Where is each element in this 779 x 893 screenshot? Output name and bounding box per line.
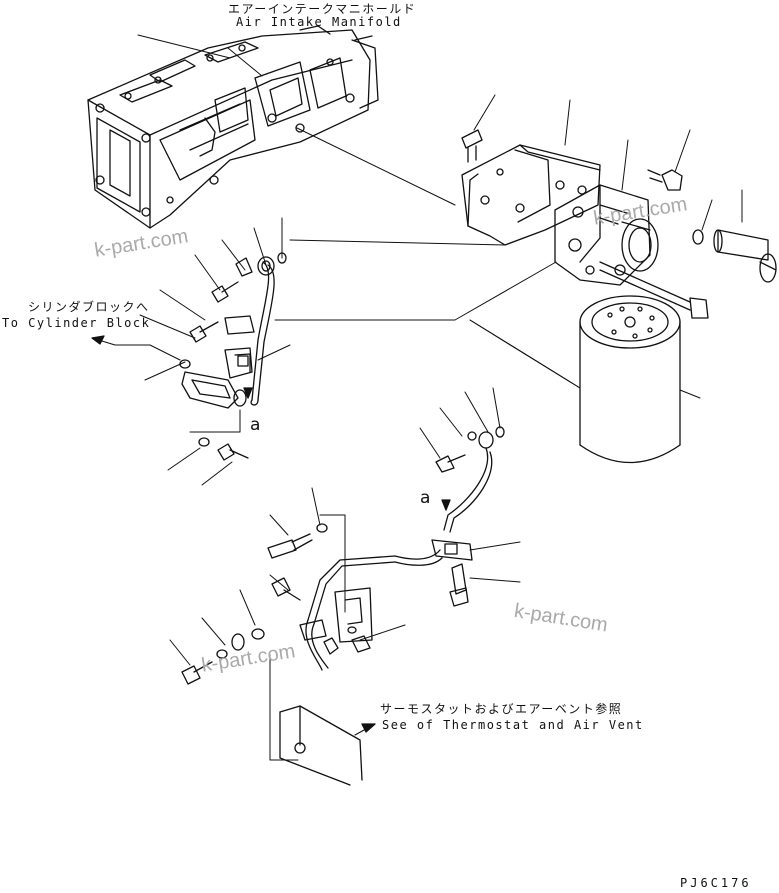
filter-head bbox=[554, 184, 659, 286]
cylinder-label-en: To Cylinder Block bbox=[2, 316, 151, 330]
thermostat-label-en: See of Thermostat and Air Vent bbox=[382, 718, 644, 732]
manifold-label-jp: エアーインテークマニホールド bbox=[228, 2, 417, 16]
filter-bracket bbox=[461, 144, 601, 246]
arrows bbox=[91, 335, 451, 733]
lower-pipe-assembly bbox=[181, 426, 505, 685]
plug bbox=[692, 229, 777, 283]
cylinder-label-jp: シリンダブロックへ bbox=[28, 300, 150, 314]
mark-a-lower: a bbox=[420, 488, 431, 508]
leader-lines bbox=[91, 34, 743, 761]
mark-a-upper: a bbox=[250, 415, 261, 435]
thermostat-label-jp: サーモスタットおよびエアーベント参照 bbox=[380, 702, 623, 716]
upper-pipe-assembly bbox=[179, 252, 287, 461]
thermostat-fragment bbox=[279, 705, 363, 786]
head-bolts bbox=[461, 129, 709, 319]
fuel-filter bbox=[579, 295, 681, 464]
manifold-label-en: Air Intake Manifold bbox=[236, 15, 402, 29]
figure-code: PJ6C176 bbox=[680, 876, 752, 890]
air-intake-manifold bbox=[87, 25, 379, 229]
